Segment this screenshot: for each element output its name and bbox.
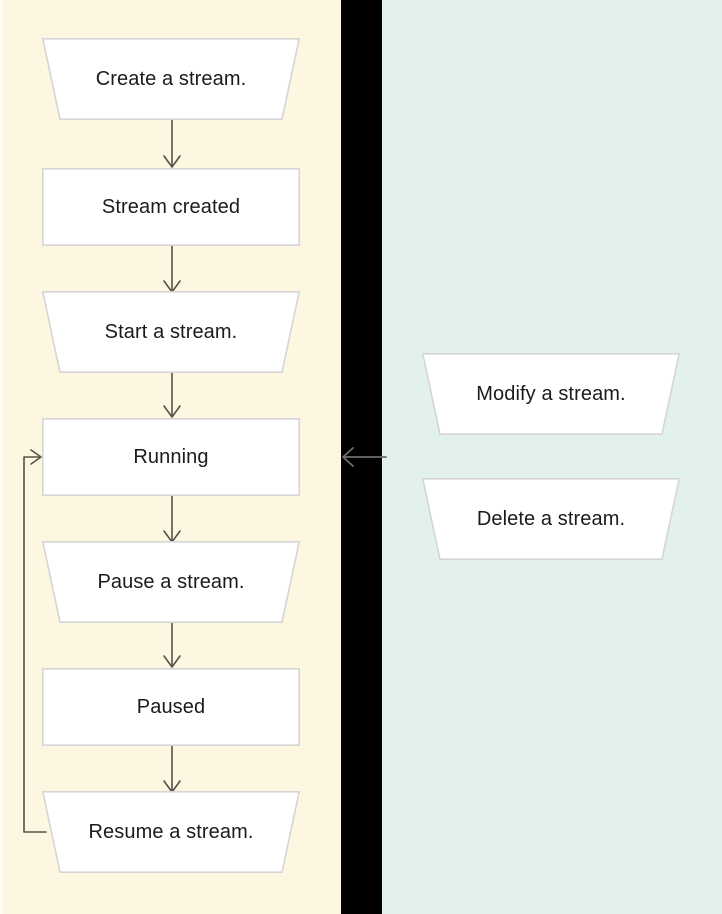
lane-divider: [341, 0, 382, 914]
node-delete-a-stream[interactable]: Delete a stream.: [422, 478, 680, 560]
trapezoid-shape: [422, 353, 680, 435]
node-pause-a-stream[interactable]: Pause a stream.: [42, 541, 300, 623]
trapezoid-shape: [42, 541, 300, 623]
rectangle-shape: [42, 168, 300, 246]
trapezoid-shape: [422, 478, 680, 560]
node-running[interactable]: Running: [42, 418, 300, 496]
trapezoid-shape: [42, 791, 300, 873]
node-resume-a-stream[interactable]: Resume a stream.: [42, 791, 300, 873]
node-paused[interactable]: Paused: [42, 668, 300, 746]
rectangle-shape: [42, 668, 300, 746]
lane-left-edge-strip: [0, 0, 3, 914]
node-start-a-stream[interactable]: Start a stream.: [42, 291, 300, 373]
node-stream-created[interactable]: Stream created: [42, 168, 300, 246]
trapezoid-shape: [42, 291, 300, 373]
trapezoid-shape: [42, 38, 300, 120]
lane-stream-management: [382, 0, 722, 914]
node-create-a-stream[interactable]: Create a stream.: [42, 38, 300, 120]
node-modify-a-stream[interactable]: Modify a stream.: [422, 353, 680, 435]
rectangle-shape: [42, 418, 300, 496]
